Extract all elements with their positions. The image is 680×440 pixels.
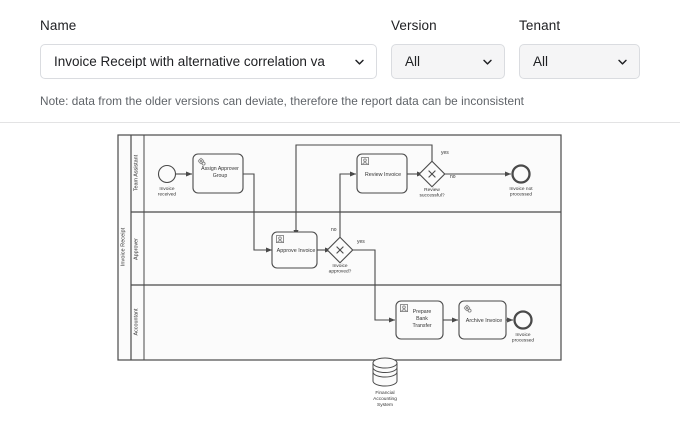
flow-approved-yes-to-prepare <box>349 249 396 323</box>
event-label-line1: Invoice <box>515 332 531 338</box>
task-label: Review Invoice <box>365 172 401 178</box>
filter-row: Name Invoice Receipt with alternative co… <box>40 18 640 79</box>
event-invoice-not-processed[interactable]: Invoice not processed <box>509 164 533 198</box>
tenant-filter: Tenant All <box>519 18 640 79</box>
chevron-down-icon <box>354 56 365 67</box>
start-event-circle <box>157 164 177 184</box>
gear-icon <box>197 157 206 166</box>
lane-dividers <box>131 135 561 360</box>
database-icon <box>372 357 398 387</box>
task-label: Archive Invoice <box>466 318 503 324</box>
user-icon <box>361 157 369 166</box>
flow-label-approved-no: no <box>331 227 337 233</box>
bpmn-diagram[interactable]: Invoice Receipt Team Assistant Approver … <box>0 123 680 440</box>
end-event-circle <box>511 164 531 184</box>
flow-label-review-yes: yes <box>441 150 449 156</box>
task-label-line1: Prepare <box>413 309 432 315</box>
data-store-label-line2: Accounting <box>373 396 397 402</box>
gateway-review-successful[interactable]: Review successful? <box>418 160 446 199</box>
name-select[interactable]: Invoice Receipt with alternative correla… <box>40 44 378 79</box>
event-invoice-received[interactable]: Invoice received <box>157 164 177 198</box>
lane-label-accountant[interactable]: Accountant <box>134 308 140 335</box>
gateway-label-line2: approved? <box>329 269 352 275</box>
lane-label-team-assistant[interactable]: Team Assistant <box>134 154 140 191</box>
exclusive-x-icon <box>428 170 436 178</box>
event-label-line2: processed <box>512 338 534 344</box>
gear-icon <box>463 304 472 313</box>
gateway-invoice-approved[interactable]: Invoice approved? <box>326 236 354 275</box>
lane-label-text: Team Assistant <box>134 154 140 191</box>
task-rect <box>356 153 408 194</box>
version-filter: Version All <box>391 18 506 79</box>
task-prepare-bank-transfer[interactable]: Prepare Bank Transfer <box>395 300 444 340</box>
task-assign-approver-group[interactable]: Assign Approver Group <box>192 153 244 194</box>
lane-label-approver[interactable]: Approver <box>134 238 140 260</box>
chevron-down-icon <box>617 56 628 67</box>
name-filter: Name Invoice Receipt with alternative co… <box>40 18 378 79</box>
flow-label-approved-yes: yes <box>357 239 365 245</box>
data-store-financial-accounting-system[interactable]: Financial Accounting System <box>372 357 398 408</box>
bpmn-canvas-svg: Invoice Receipt Team Assistant Approver … <box>117 134 562 408</box>
task-archive-invoice[interactable]: Archive Invoice <box>458 300 507 340</box>
inconsistency-note: Note: data from the older versions can d… <box>40 94 525 108</box>
lane-label-text: Approver <box>134 238 140 260</box>
task-label: Approve Invoice <box>277 248 316 254</box>
name-select-value: Invoice Receipt with alternative correla… <box>54 54 325 69</box>
task-rect <box>192 153 244 194</box>
exclusive-x-icon <box>336 246 344 254</box>
version-select[interactable]: All <box>391 44 506 79</box>
user-icon <box>276 235 284 244</box>
tenant-select[interactable]: All <box>519 44 640 79</box>
gateway-label-line1: Review <box>424 187 440 193</box>
filter-bar: Name Invoice Receipt with alternative co… <box>0 0 680 108</box>
task-label-line1: Assign Approver <box>201 166 239 172</box>
event-label-line1: Invoice <box>159 186 175 192</box>
tenant-filter-label: Tenant <box>519 18 561 33</box>
task-label-line2: Bank <box>416 316 428 322</box>
data-store-label-line1: Financial <box>375 390 394 396</box>
task-review-invoice[interactable]: Review Invoice <box>356 153 408 194</box>
flow-label-review-no: no <box>450 174 456 180</box>
task-label-line3: Transfer <box>412 323 431 329</box>
section-divider <box>0 122 680 123</box>
chevron-down-icon <box>482 56 493 67</box>
version-select-value: All <box>405 54 421 69</box>
lane-label-text: Accountant <box>134 308 140 335</box>
event-label-line2: received <box>158 192 176 198</box>
data-store-label-line3: System <box>377 402 393 408</box>
flow-assign-to-approve <box>243 173 273 253</box>
pool-label: Invoice Receipt <box>121 227 127 266</box>
gateway-label-line1: Invoice <box>332 263 348 269</box>
user-icon <box>400 304 408 313</box>
event-label-line1: Invoice not <box>509 186 533 192</box>
task-label-line2: Group <box>213 173 228 179</box>
task-approve-invoice[interactable]: Approve Invoice <box>271 231 318 269</box>
gateway-label-line2: successful? <box>419 193 444 199</box>
flow-review-yes-to-approve <box>293 144 433 237</box>
event-invoice-processed[interactable]: Invoice processed <box>512 310 534 344</box>
name-filter-label: Name <box>40 18 77 33</box>
event-label-line2: processed <box>510 192 532 198</box>
flow-approved-no-to-review <box>339 171 357 240</box>
version-filter-label: Version <box>391 18 437 33</box>
end-event-circle <box>513 310 533 330</box>
tenant-select-value: All <box>533 54 549 69</box>
